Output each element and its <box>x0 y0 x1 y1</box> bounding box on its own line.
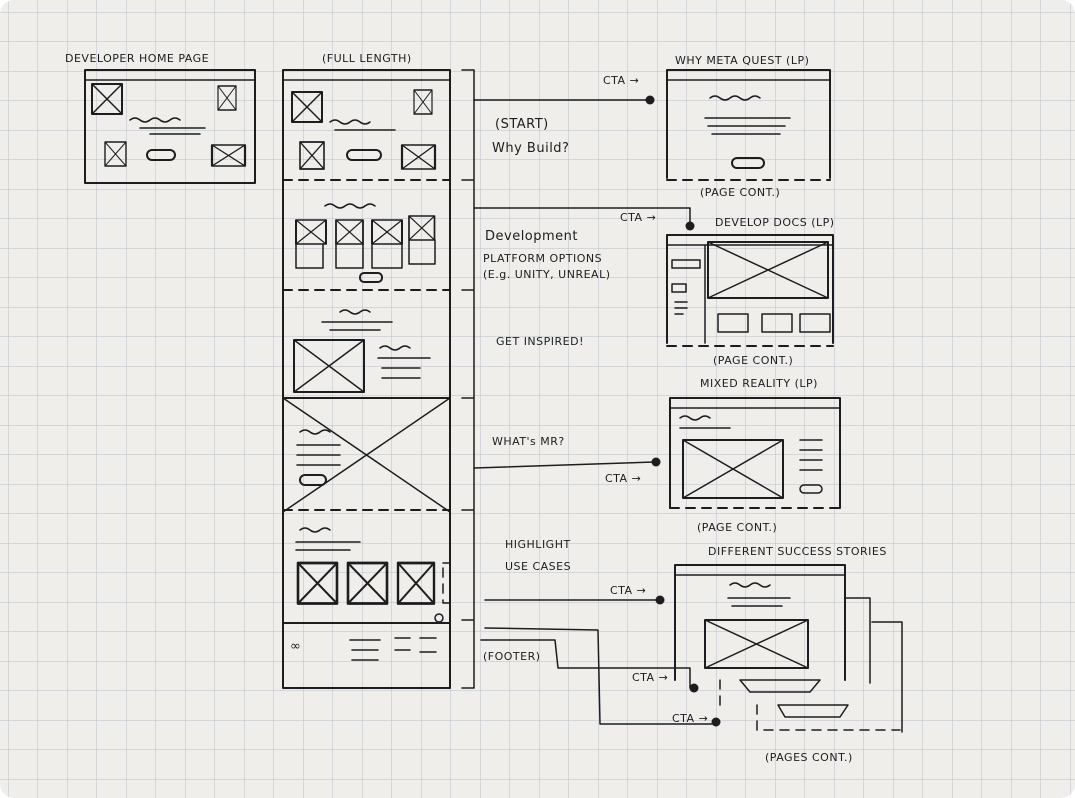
label-whats-mr: WHAT's MR? <box>492 435 565 448</box>
pages-cont-label: (PAGES CONT.) <box>765 751 853 764</box>
section-labels: (START) Why Build? Development PLATFORM … <box>483 117 611 663</box>
page-cont-label: (PAGE CONT.) <box>713 354 793 367</box>
page-cont-label: (PAGE CONT.) <box>700 186 780 199</box>
why-meta-quest-lp-sketch: WHY META QUEST (LP) CTA → (PAGE CONT.) <box>473 54 831 199</box>
label-platform-examples: (E.g. UNITY, UNREAL) <box>483 268 611 281</box>
label-development: Development <box>485 229 578 244</box>
full-length-page-sketch: (FULL LENGTH) <box>282 52 475 689</box>
label-start: (START) <box>495 117 549 132</box>
develop-docs-lp-sketch: DEVELOP DOCS (LP) CTA → (PAGE CONT.) <box>473 207 835 367</box>
label-highlight: HIGHLIGHT <box>505 538 571 551</box>
cta-label: CTA → <box>605 472 641 485</box>
cta-label: CTA → <box>672 712 708 725</box>
page-cont-label: (PAGE CONT.) <box>697 521 777 534</box>
label-get-inspired: GET INSPIRED! <box>496 335 584 348</box>
why-quest-title: WHY META QUEST (LP) <box>675 54 809 67</box>
cta-label: CTA → <box>603 74 639 87</box>
footer-logo-infinity: ∞ <box>290 639 301 654</box>
success-stories-lp-sketch: DIFFERENT SUCCESS STORIES CTA → CTA → CT… <box>480 545 903 764</box>
mr-title: MIXED REALITY (LP) <box>700 377 818 390</box>
full-length-title: (FULL LENGTH) <box>322 52 412 65</box>
label-use-cases: USE CASES <box>505 560 571 573</box>
home-page-sketch: DEVELOPER HOME PAGE <box>65 52 256 184</box>
mixed-reality-lp-sketch: MIXED REALITY (LP) CTA → (PAGE CONT.) <box>473 377 841 534</box>
home-title: DEVELOPER HOME PAGE <box>65 52 209 65</box>
cta-label: CTA → <box>620 211 656 224</box>
stories-title: DIFFERENT SUCCESS STORIES <box>708 545 887 558</box>
cta-label: CTA → <box>632 671 668 684</box>
docs-title: DEVELOP DOCS (LP) <box>715 216 835 229</box>
label-platform-options: PLATFORM OPTIONS <box>483 252 602 265</box>
label-footer: (FOOTER) <box>483 650 541 663</box>
label-why-build: Why Build? <box>492 141 569 156</box>
cta-label: CTA → <box>610 584 646 597</box>
